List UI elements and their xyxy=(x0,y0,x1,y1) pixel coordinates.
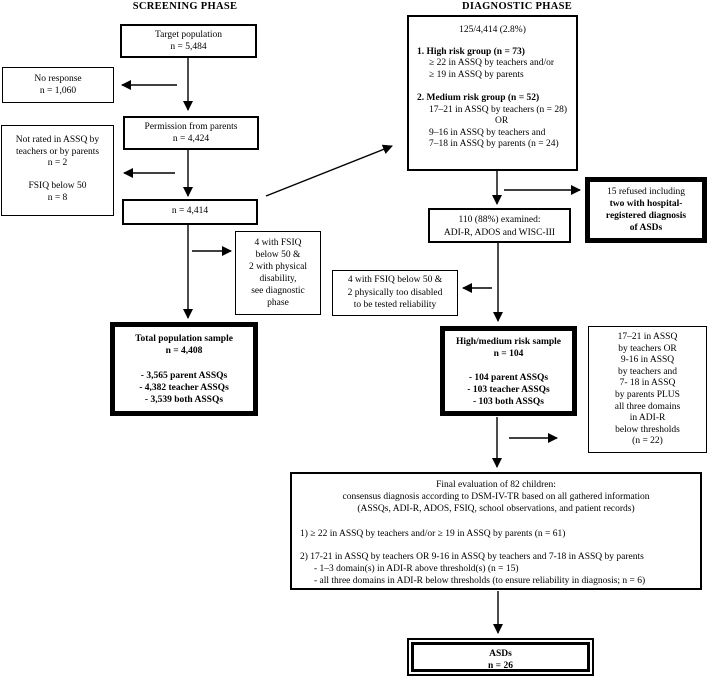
final-criterion-2: 2) 17-21 in ASSQ by teachers OR 9-16 in … xyxy=(300,552,644,562)
adir-excluded-box: 17–21 in ASSQ by teachers OR 9-16 in ASS… xyxy=(588,326,707,453)
high-medium-title: High/medium risk sample xyxy=(455,337,562,347)
refused-detail: two with hospital- registered diagnosis … xyxy=(605,199,687,233)
permission-from-parents-box: Permission from parents n = 4,424 xyxy=(123,116,259,150)
total-population-sample-box: Total population sample n = 4,408 - 3,56… xyxy=(110,322,258,416)
final-evaluation-header: Final evaluation of 82 children: consens… xyxy=(342,480,650,514)
no-response-box: No response n = 1,060 xyxy=(2,67,114,103)
refused-box: 15 refused including two with hospital- … xyxy=(585,177,707,243)
high-medium-risk-sample-box: High/medium risk sample n = 104 - 104 pa… xyxy=(440,326,577,416)
total-population-title: Total population sample xyxy=(135,334,233,344)
medium-risk-group-title: 2. Medium risk group (n = 52) xyxy=(417,93,540,103)
target-population-box: Target population n = 5,484 xyxy=(120,24,257,58)
medium-risk-criteria-line1: 17–21 in ASSQ by teachers (n = 28) xyxy=(429,104,568,115)
diagnostic-phase-title: DIAGNOSTIC PHASE xyxy=(461,1,573,12)
medium-risk-criteria-line2: 9–16 in ASSQ by teachers and xyxy=(429,127,546,138)
screening-phase-title: SCREENING PHASE xyxy=(132,1,238,12)
excluded-screening-box: 4 with FSIQ below 50 & 2 with physical d… xyxy=(235,231,321,315)
final-criterion-1: 1) ≥ 22 in ASSQ by teachers and/or ≥ 19 … xyxy=(300,529,566,539)
asds-result-text: ASDs n = 26 xyxy=(411,642,590,672)
asds-result-box: ASDs n = 26 xyxy=(407,638,594,676)
high-medium-details: - 104 parent ASSQs - 103 teacher ASSQs -… xyxy=(467,372,550,408)
n-4414-box: n = 4,414 xyxy=(122,199,258,225)
risk-group-box: 125/4,414 (2.8%) 1. High risk group (n =… xyxy=(407,15,578,171)
medium-risk-criteria-line3: 7–18 in ASSQ by parents (n = 24) xyxy=(429,139,559,149)
high-risk-group-title: 1. High risk group (n = 73) xyxy=(417,46,525,57)
not-rated-box: Not rated in ASSQ by teachers or by pare… xyxy=(1,125,114,216)
examined-box: 110 (88%) examined: ADI-R, ADOS and WISC… xyxy=(428,208,571,243)
screen-positive-rate: 125/4,414 (2.8%) xyxy=(459,25,526,35)
total-population-details: - 3,565 parent ASSQs - 4,382 teacher ASS… xyxy=(139,370,229,406)
final-criterion-2-sub: - 1–3 domain(s) in ADI-R above threshold… xyxy=(314,564,646,586)
high-risk-criteria: ≥ 22 in ASSQ by teachers and/or ≥ 19 in … xyxy=(429,58,555,80)
total-population-n: n = 4,408 xyxy=(165,346,203,357)
final-evaluation-box: Final evaluation of 82 children: consens… xyxy=(290,472,702,590)
excluded-diagnostic-box: 4 with FSIQ below 50 & 2 physically too … xyxy=(332,270,458,316)
arrow-n4414-to-diagnostic-phase xyxy=(265,144,393,197)
refused-intro: 15 refused including xyxy=(606,187,686,197)
medium-risk-or: OR xyxy=(495,116,509,126)
high-medium-n: n = 104 xyxy=(493,349,524,360)
